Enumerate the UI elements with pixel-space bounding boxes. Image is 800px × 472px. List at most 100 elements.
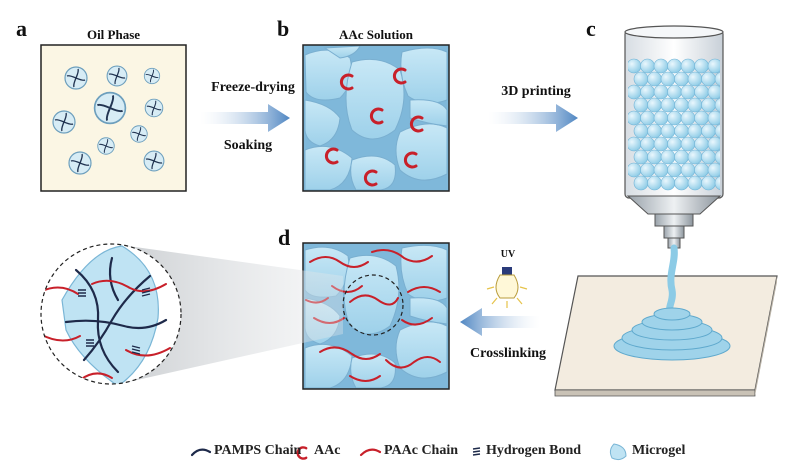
panel-c-letter: c xyxy=(586,16,596,41)
microgel-bead xyxy=(633,123,649,139)
uv-lamp-icon xyxy=(486,267,528,308)
microgel-bead xyxy=(667,110,682,126)
microgel-bead xyxy=(680,136,696,152)
step-3d-printing: 3D printing xyxy=(501,84,571,99)
microgel-bead xyxy=(701,97,716,113)
panel-c-3d-printing xyxy=(554,25,778,397)
legend: PAMPS Chain AAc PAAc Chain Hydrogen Bond… xyxy=(0,441,800,463)
microgel-bead xyxy=(640,84,655,100)
microgel-bead xyxy=(714,97,720,113)
legend-pamps-chain: PAMPS Chain xyxy=(214,443,302,458)
microgel-bead xyxy=(667,162,682,178)
microgel-bead xyxy=(674,123,689,139)
microgel-bead xyxy=(674,175,689,191)
microgel-bead xyxy=(687,71,703,87)
microgel-bead xyxy=(628,58,642,74)
microgel-bead xyxy=(640,110,655,126)
step-soaking: Soaking xyxy=(223,138,273,153)
microgel-bead xyxy=(667,58,682,74)
microgel-bead xyxy=(707,84,720,100)
arrow-b-to-c xyxy=(488,104,578,132)
microgel-bead xyxy=(653,110,669,126)
microgel-beads xyxy=(628,58,720,191)
arrow-c-to-d xyxy=(460,308,540,336)
microgel-bead xyxy=(647,175,662,191)
microgel-bead xyxy=(653,58,669,74)
microgel-bead xyxy=(701,71,716,87)
microgel-bead xyxy=(660,123,676,139)
hydrogen-bonds xyxy=(78,287,151,355)
microgel-bead xyxy=(653,136,669,152)
microgel-bead xyxy=(680,58,696,74)
microgel-bead xyxy=(647,71,662,87)
step-freeze-drying: Freeze-drying xyxy=(211,80,295,95)
microgel-bead xyxy=(714,175,720,191)
microgel-icon xyxy=(609,443,627,461)
microgel-bead xyxy=(694,84,709,100)
microgel-bead xyxy=(701,149,716,165)
legend-hydrogen-bond: Hydrogen Bond xyxy=(486,443,582,458)
microgel-bead xyxy=(687,175,703,191)
microgel-bead xyxy=(701,175,716,191)
microgel-bead xyxy=(660,175,676,191)
panel-b-letter: b xyxy=(277,16,290,41)
microgel-bead xyxy=(687,149,703,165)
microgel-bead xyxy=(714,123,720,139)
legend-paac-chain: PAAc Chain xyxy=(384,443,459,458)
step-uv: UV xyxy=(500,249,516,260)
panel-d-letter: d xyxy=(278,225,291,250)
legend-icons xyxy=(190,443,627,461)
microgel-bead xyxy=(633,71,649,87)
microgel-bead xyxy=(660,149,676,165)
microgel-bead xyxy=(707,162,720,178)
microgel-bead xyxy=(667,136,682,152)
microgel-bead xyxy=(714,149,720,165)
pamps-chain-icon xyxy=(190,448,212,457)
microgel-bead xyxy=(674,97,689,113)
microgel-bead xyxy=(640,136,655,152)
legend-microgel: Microgel xyxy=(632,443,686,458)
microgel-bead xyxy=(667,84,682,100)
microgel-bead xyxy=(633,149,649,165)
microgel-bead xyxy=(628,162,642,178)
microgel-bead xyxy=(680,162,696,178)
step-crosslinking: Crosslinking xyxy=(470,346,546,361)
panel-b-aac-solution xyxy=(302,44,450,192)
microgel-bead xyxy=(694,136,709,152)
microgel-bead xyxy=(633,97,649,113)
microgel-bead xyxy=(694,162,709,178)
microgel-bead xyxy=(694,110,709,126)
microgel-bead xyxy=(647,149,662,165)
microgel-bead xyxy=(653,84,669,100)
microgel-bead xyxy=(633,175,649,191)
microgel-bead xyxy=(640,58,655,74)
panel-b-caption: AAc Solution xyxy=(338,27,414,42)
microgel-bead xyxy=(701,123,716,139)
panel-a-oil-phase xyxy=(40,44,187,192)
paac-chain-icon xyxy=(359,448,382,457)
microgel-bead xyxy=(628,136,642,152)
arrow-a-to-b xyxy=(200,104,290,132)
panel-a-letter: a xyxy=(16,16,27,41)
microgel-bead xyxy=(680,110,696,126)
microgel-bead xyxy=(687,97,703,113)
zoom-spotlight xyxy=(128,246,343,382)
microgel-bead xyxy=(674,149,689,165)
microgel-bead xyxy=(628,84,642,100)
microgel-bead xyxy=(647,97,662,113)
microgel-bead xyxy=(660,71,676,87)
hydrogen-bond-icon xyxy=(472,447,481,456)
microgel-bead xyxy=(687,123,703,139)
microgel-bead xyxy=(680,84,696,100)
microgel-bead xyxy=(707,136,720,152)
zoom-detail xyxy=(40,243,182,385)
microgel-bead xyxy=(628,110,642,126)
microgel-bead xyxy=(660,97,676,113)
microgel-bead xyxy=(653,162,669,178)
microgel-bead xyxy=(694,58,709,74)
microgel-bead xyxy=(707,110,720,126)
legend-aac: AAc xyxy=(314,443,341,458)
printed-structure xyxy=(613,307,731,361)
microgel-bead xyxy=(674,71,689,87)
